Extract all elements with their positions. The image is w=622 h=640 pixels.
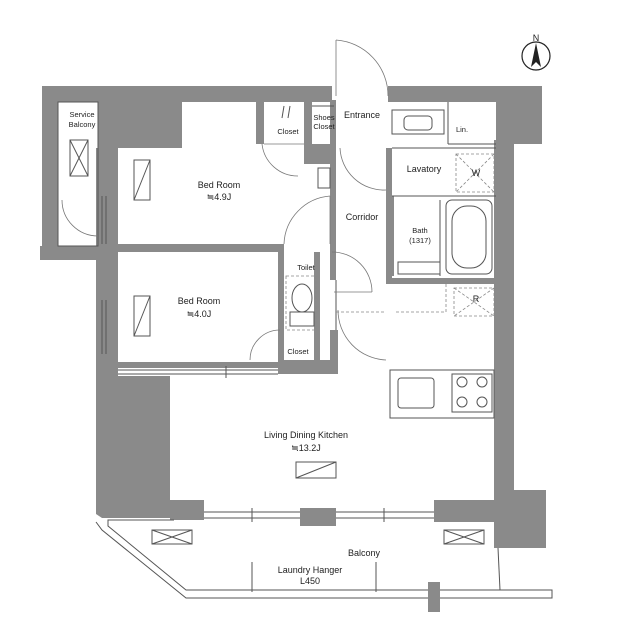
fixtures — [281, 105, 495, 419]
refrigerator-label: R — [473, 294, 480, 304]
balcony-label: Balcony — [348, 548, 381, 558]
closet2-label: Closet — [287, 347, 309, 356]
toilet-label: Toilet — [297, 263, 315, 272]
compass-arrow-icon — [531, 43, 541, 67]
closet1-label: Closet — [277, 127, 299, 136]
laundry-hanger-size: L450 — [300, 576, 320, 586]
corridor-label: Corridor — [346, 212, 379, 222]
north-compass: N — [521, 33, 551, 71]
linen-label: Lin. — [456, 125, 468, 134]
shoes-closet-label-2: Closet — [313, 122, 335, 131]
bedroom1-size: ≒4.9J — [207, 192, 232, 202]
shoes-closet-label-1: Shoes — [313, 113, 335, 122]
bath-label-2: (1317) — [409, 236, 431, 245]
thin-lines — [57, 101, 553, 612]
washer-label: W — [472, 168, 481, 178]
toilet-tank — [289, 311, 315, 327]
compass-letter: N — [533, 33, 540, 43]
bedroom2-label: Bed Room — [178, 296, 221, 306]
service-balcony-label-1: Service — [69, 110, 94, 119]
bedroom2-size: ≒4.0J — [187, 309, 212, 319]
entrance-label: Entrance — [344, 110, 380, 120]
lavatory-label: Lavatory — [407, 164, 442, 174]
door-swings — [61, 39, 389, 361]
toilet-bowl — [291, 283, 313, 313]
laundry-hanger-label: Laundry Hanger — [278, 565, 343, 575]
compass-circle — [521, 41, 551, 71]
bath-label-1: Bath — [412, 226, 427, 235]
service-balcony-label-2: Balcony — [69, 120, 96, 129]
ldk-size: ≒13.2J — [291, 443, 321, 453]
ldk-label: Living Dining Kitchen — [264, 430, 348, 440]
walls — [40, 86, 546, 548]
bedroom1-label: Bed Room — [198, 180, 241, 190]
labels: Service Balcony Bed Room ≒4.9J Bed Room … — [69, 110, 481, 586]
